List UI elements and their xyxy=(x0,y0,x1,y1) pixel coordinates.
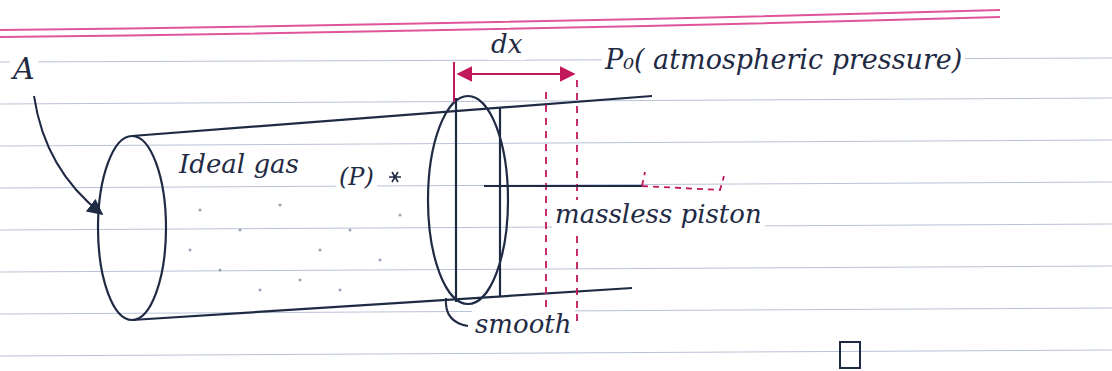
gas-label: Ideal gas xyxy=(176,150,302,180)
piston-label: massless piston xyxy=(552,200,765,230)
smooth-pointer xyxy=(446,298,468,326)
dx-dimension xyxy=(454,62,574,102)
area-label: A xyxy=(10,52,38,87)
area-pointer xyxy=(34,96,102,214)
gas-shading xyxy=(189,204,402,292)
surface-label: smooth xyxy=(472,310,575,340)
piston xyxy=(428,96,508,304)
small-box xyxy=(840,342,860,368)
pressure-pointer xyxy=(484,172,724,190)
pressure-mark xyxy=(389,172,401,182)
pressure-label: (P) xyxy=(336,164,377,192)
ruled-lines xyxy=(0,58,1112,356)
atmospheric-label: P₀( atmospheric pressure) xyxy=(602,44,965,75)
dimension-label: dx xyxy=(488,30,525,60)
